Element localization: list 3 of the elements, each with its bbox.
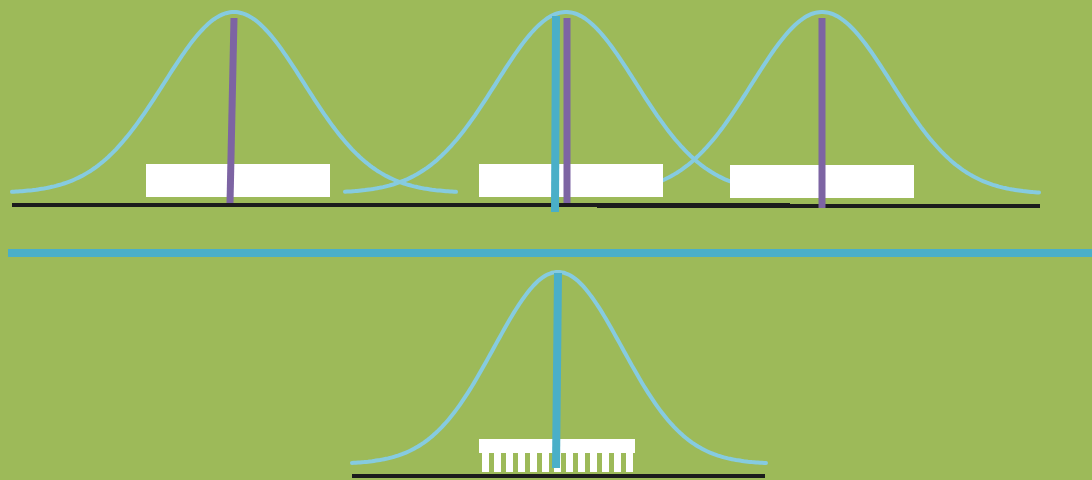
blank-box	[730, 165, 914, 198]
blank-box	[479, 164, 663, 197]
blank-box	[146, 164, 330, 197]
